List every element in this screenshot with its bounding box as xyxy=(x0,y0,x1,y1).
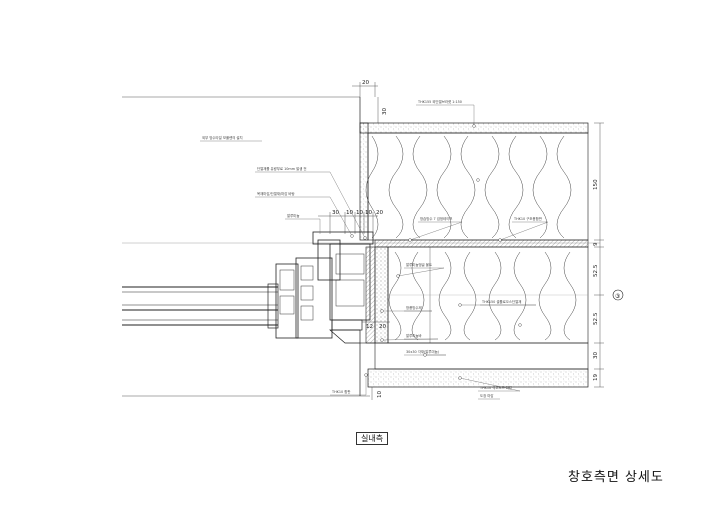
lower-finish xyxy=(359,342,589,396)
label-bracket: THK155 외단열브라켓 1:150 xyxy=(417,99,462,104)
glazing xyxy=(122,283,279,329)
dim-right-1: 9 xyxy=(593,242,599,246)
dim-bottom: 10 xyxy=(377,390,383,398)
label-insulation-gap: 단열재를 유량부로 10mm 발생 전 xyxy=(257,166,307,171)
leader-dots xyxy=(350,124,522,380)
dim-right-4: 30 xyxy=(593,351,599,359)
dim-top-height: 30 xyxy=(382,107,388,115)
sill xyxy=(329,329,361,344)
label-paint: 도장 마감 xyxy=(480,393,494,398)
label-gypsum: THK10 석고보드 마감 xyxy=(479,385,512,390)
top-dimensions: 20 30 xyxy=(352,80,388,123)
dim-top-width: 20 xyxy=(362,80,370,86)
label-wood-finish: 목재마감/단열재/마감 바탕 xyxy=(257,191,295,196)
label-cellulose: THK150 셀룰로오스단열재 xyxy=(481,299,521,304)
dim-right-3: 52.5 xyxy=(593,312,599,325)
leaders xyxy=(200,104,549,400)
frame-dimensions: 30 10 10 10 20 xyxy=(318,210,384,234)
section-mark: ③ xyxy=(612,289,624,301)
section-mark-text: ③ xyxy=(615,293,620,300)
sheathing-layer xyxy=(374,239,589,248)
drawing-title: 창호측면 상세도 xyxy=(568,470,664,485)
right-dimensions: 150 9 52.5 52.5 30 19 xyxy=(593,122,604,388)
dim-frame-0: 30 xyxy=(332,210,340,216)
dim-right-2: 52.5 xyxy=(593,264,599,277)
label-aluminum: 알루미늄 xyxy=(287,213,299,218)
label-thk10: THK10 합판 xyxy=(331,389,350,394)
dim-right-5: 19 xyxy=(593,373,599,381)
label-tape: 방습방수 7 검정테이프 xyxy=(420,216,452,221)
dim-right-0: 150 xyxy=(593,179,599,190)
dim-frame-lower-0: 12 xyxy=(366,324,373,330)
label-waterproof: 외부 방수타일 보폴렌의 설치 xyxy=(202,135,243,140)
label-batten: 30x30 각재(알루미늄) xyxy=(406,349,440,354)
label-windproof: 방풍방수제 xyxy=(406,305,422,310)
bottom-dimension: 10 xyxy=(371,387,383,400)
dim-frame-lower-1: 20 xyxy=(379,324,387,330)
dim-frame-3: 10 xyxy=(365,210,373,216)
window-frame xyxy=(275,231,376,344)
room-label: 실내측 xyxy=(356,432,389,445)
lower-insulation xyxy=(387,246,589,344)
dim-frame-4: 20 xyxy=(376,210,384,216)
label-aluminum-bar: 알루미늄바 xyxy=(406,333,422,338)
dim-frame-2: 10 xyxy=(356,210,364,216)
upper-insulation xyxy=(365,132,589,241)
label-plywood: THK10 구조용합판 xyxy=(513,216,542,221)
label-angle-bolt: 알루미늄앵글 볼트 xyxy=(406,262,432,267)
dim-frame-1: 10 xyxy=(346,210,354,216)
frame-lower-dimensions: 12 20 xyxy=(362,318,390,330)
